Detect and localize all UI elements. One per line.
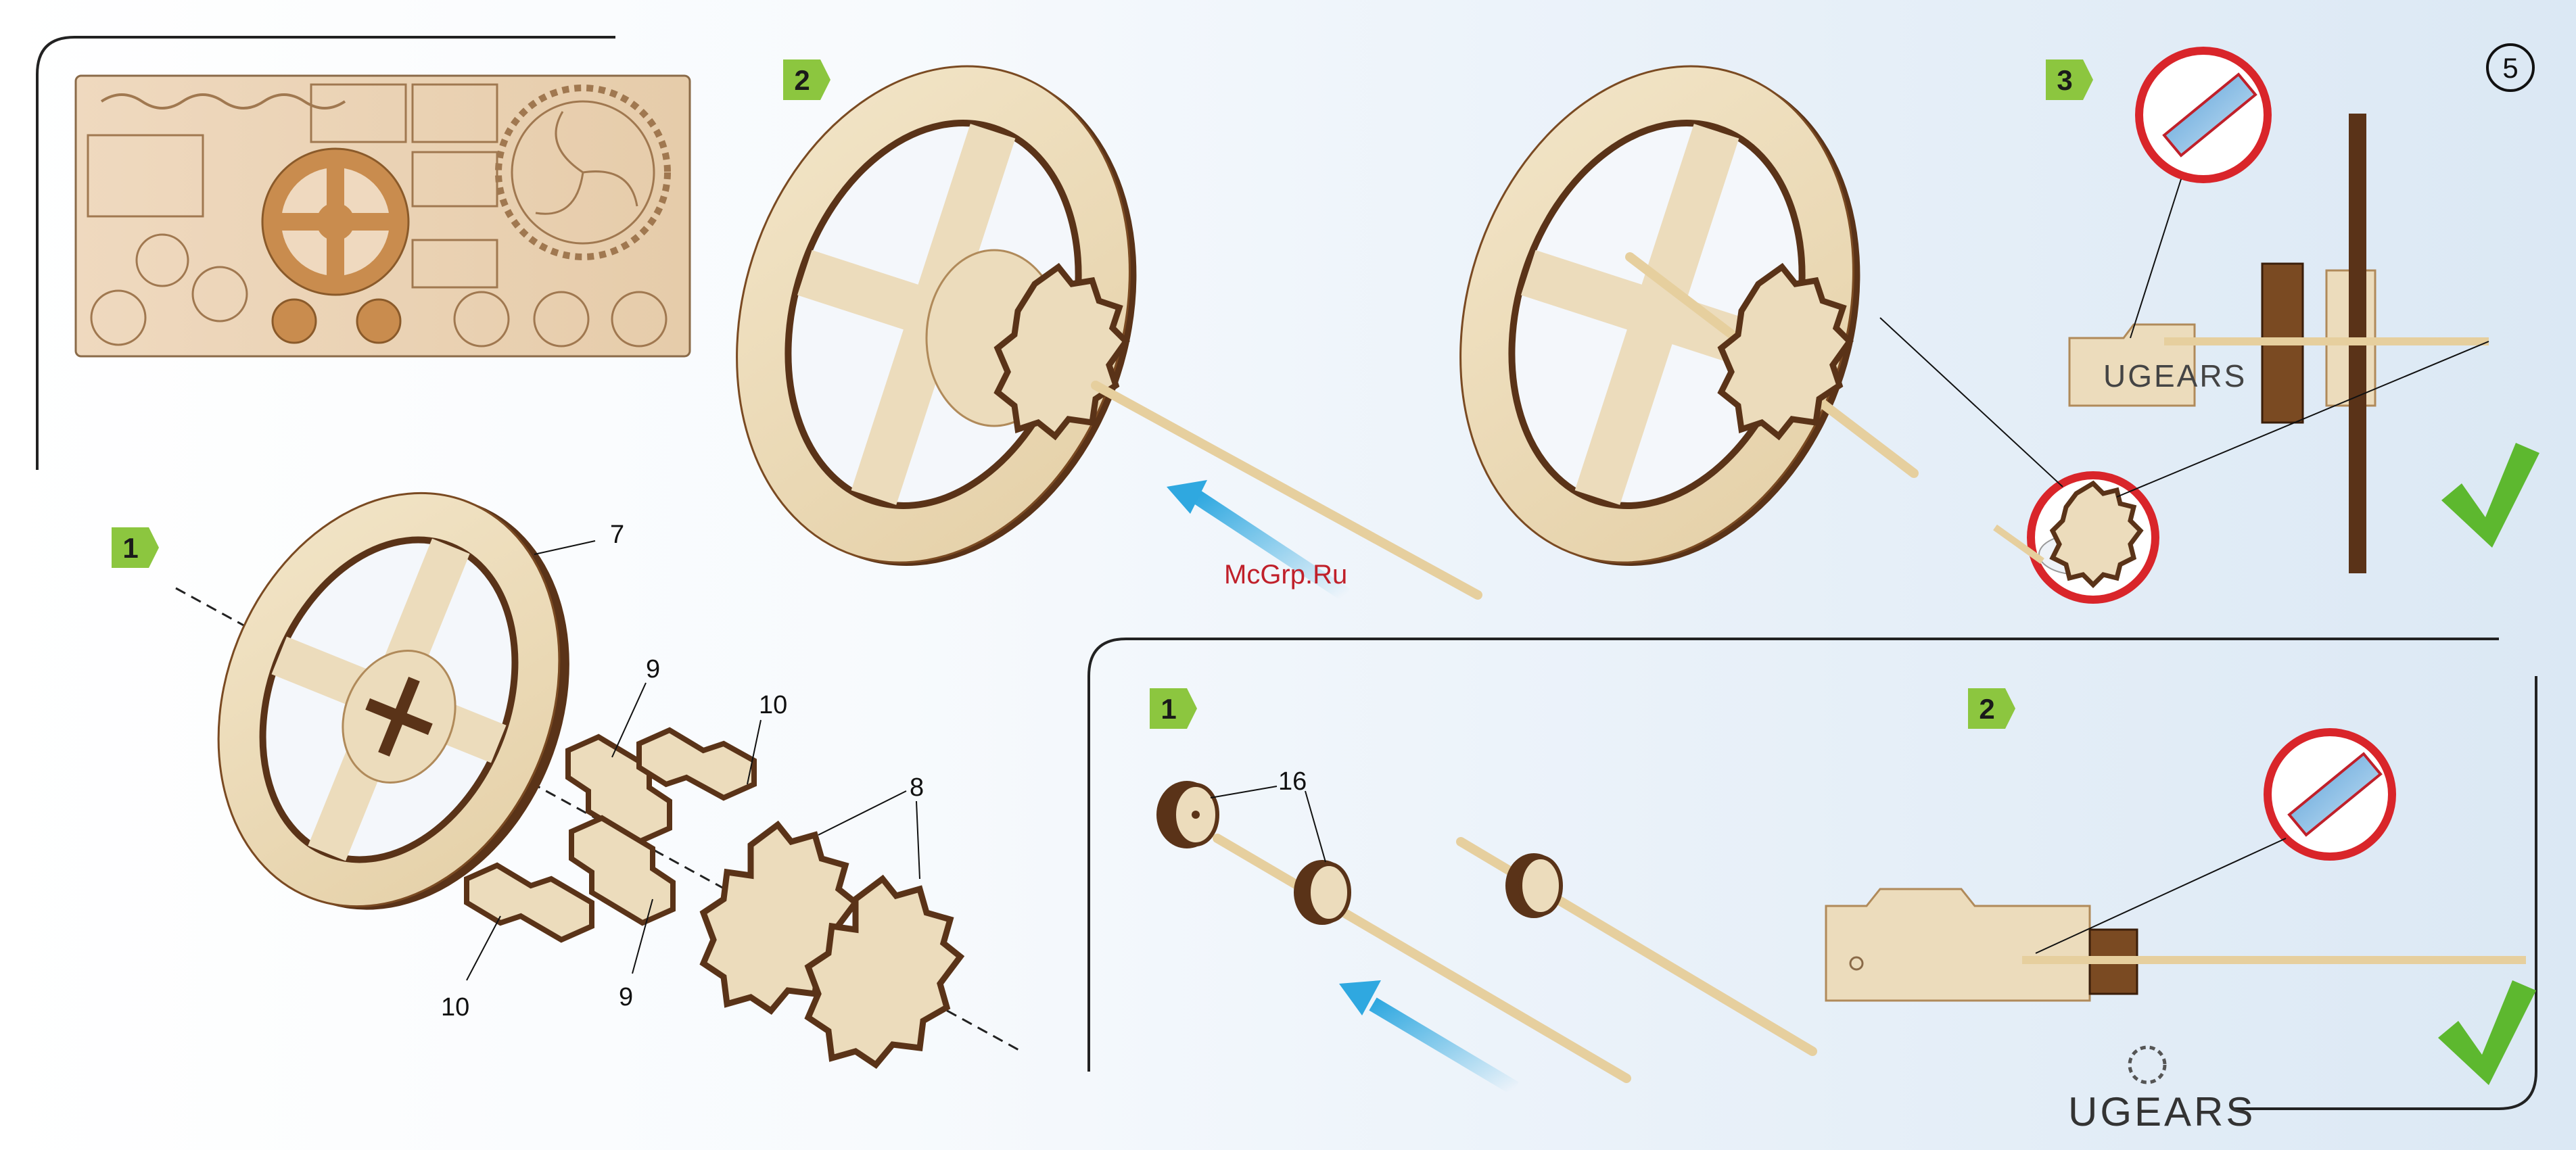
ruler-detail-callout [2130, 51, 2268, 338]
svg-text:3: 3 [2057, 64, 2072, 96]
part-label-10-lower: 10 [441, 993, 469, 1022]
svg-text:1: 1 [122, 532, 138, 564]
watermark: McGrp.Ru [1224, 560, 1347, 590]
page-number: 5 [2502, 52, 2518, 84]
part-label-16: 16 [1278, 767, 1307, 796]
step-3-assembled-wheel [1399, 15, 1922, 617]
parts-sheet [76, 76, 690, 356]
step-2-assembled-wheel [675, 15, 1478, 617]
bottom-right-frame [1089, 639, 2499, 1072]
part-label-10-upper: 10 [759, 691, 787, 719]
svg-text:1: 1 [1161, 693, 1176, 725]
axle-with-bushing-2 [1461, 842, 1812, 1051]
sheet-wheel-part [262, 149, 408, 295]
part-label-8: 8 [910, 773, 924, 802]
step-3-badge: 3 [2046, 59, 2093, 100]
bottom-step-1-badge: 1 [1150, 688, 1197, 729]
axle-with-bushing-1 [1217, 838, 1626, 1078]
ugears-logo: UGEARS [2068, 1047, 2255, 1134]
svg-text:2: 2 [1979, 693, 1994, 725]
bottom-gauge [1826, 889, 2526, 1001]
part-label-9-lower: 9 [619, 983, 633, 1011]
ok-checkmark-bottom [2438, 980, 2536, 1085]
svg-text:2: 2 [794, 64, 810, 96]
brand-name: UGEARS [2068, 1089, 2255, 1134]
step-2-badge: 2 [783, 59, 830, 100]
part-label-7: 7 [610, 521, 624, 549]
step-1-badge: 1 [112, 527, 159, 568]
page-number-badge: 5 [2487, 45, 2533, 91]
part-label-9-upper: 9 [646, 655, 660, 684]
bottom-step-2-badge: 2 [1968, 688, 2015, 729]
connector-part-10-lower [467, 865, 592, 940]
connector-part-10-upper [639, 730, 754, 798]
bushing-part-16-loose [1156, 781, 1217, 848]
gauge-brand-label: UGEARS [2103, 358, 2247, 393]
ok-checkmark-top [2441, 443, 2539, 548]
